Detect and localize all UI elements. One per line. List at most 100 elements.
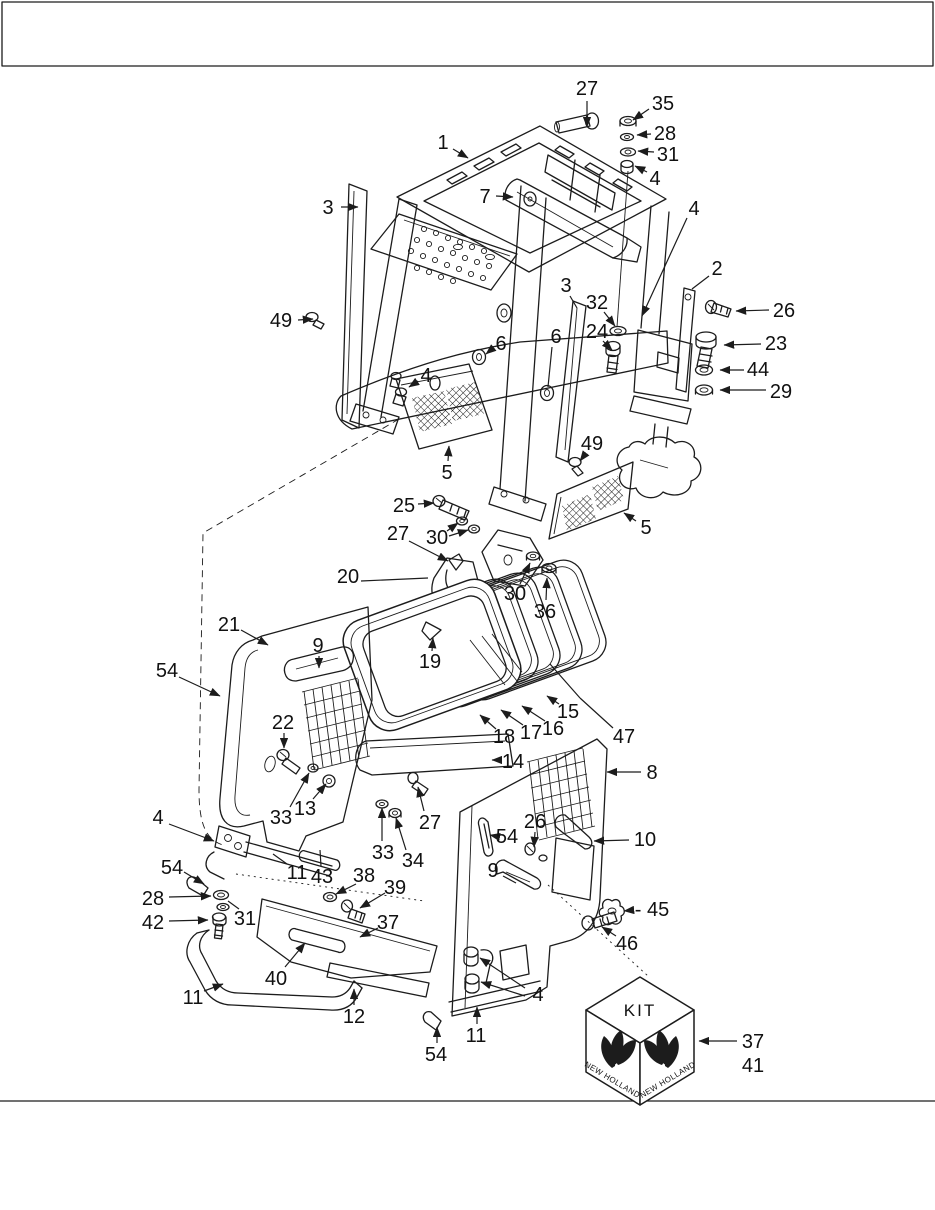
callout-28-53: 28 [142,888,164,910]
callout-32-10: 32 [586,292,608,314]
callout-13-42: 13 [294,798,316,820]
callout-21-31: 21 [218,614,240,636]
callout-11-58: 11 [183,987,204,1009]
callout-49-17: 49 [270,310,292,332]
hinge-54c [422,1010,442,1031]
leader-line [603,311,616,327]
leader-line [479,714,497,730]
leader-line [500,709,524,726]
step-plate [370,213,518,291]
deflector-14 [355,733,514,776]
leader-line [601,926,617,937]
leader-line [623,905,635,915]
callout-19-30: 19 [419,651,441,673]
leader-line [634,165,648,175]
washer-30 [455,516,469,526]
callout-28-2: 28 [654,123,676,145]
callout-26-64: 26 [524,811,546,833]
label-plate-40 [288,927,346,954]
callout-11-61: 11 [466,1025,487,1047]
nut-35 [619,115,637,127]
grommet-6-left [471,348,487,366]
front-post [488,185,547,522]
callout-4-7: 4 [688,198,699,220]
callout-40-57: 40 [265,968,287,990]
callout-17-36: 17 [520,722,542,744]
leader-line [495,192,514,201]
washer-30b [467,524,481,534]
callout-5-23: 5 [640,517,651,539]
glass-shine [469,633,523,686]
leader-line [227,900,240,910]
dotted-line-left [235,873,425,902]
kit-box-label: KIT [624,1001,656,1020]
clamp-45-bolt-46 [581,898,625,931]
callout-9-32: 9 [312,635,323,657]
trim-strip-2 [675,287,696,393]
callout-42-54: 42 [142,912,164,934]
callout--45-67: - 45 [635,899,669,921]
nut-30 [525,551,541,561]
callout-6-18: 6 [495,333,506,355]
panel-grille-right [526,747,596,841]
reflector-panel-5-right [548,461,634,540]
washer-33 [307,763,319,773]
leader-line [446,522,459,533]
nut-28b [212,889,230,901]
flange-12 [326,962,430,998]
callout-8-41: 8 [646,762,657,784]
leader-line [178,676,221,697]
leader-line [735,306,770,315]
leader-line [452,148,469,159]
leader-line [579,697,614,729]
screw-26 [704,299,718,315]
callout-35-1: 35 [652,93,674,115]
leader-line [489,832,501,842]
washer-44 [694,364,714,376]
leader-line [240,629,269,646]
grommet-6-right [539,384,555,402]
trim-strip-3-left [341,183,368,429]
plug-4d1 [463,946,479,958]
callout-22-34: 22 [272,712,294,734]
leader-line [636,130,652,139]
leader-line [444,445,453,462]
washer-38 [322,891,338,903]
callout-31-3: 31 [657,144,679,166]
leader-line [360,577,429,582]
leader-line [530,831,539,848]
leader-line [168,916,209,925]
leader-line [637,147,655,156]
leader-line [168,892,212,901]
new-holland-leaf-icon [644,1030,679,1068]
handle-9-left [283,646,355,682]
callout-39-52: 39 [384,877,406,899]
callout-10-66: 10 [634,829,656,851]
callout-43-50: 43 [311,866,333,888]
callout-18-35: 18 [493,726,515,748]
callout-47-39: 47 [613,726,635,748]
hinge-strip-54 [477,817,494,857]
leader-line [417,499,435,508]
callout-54-48: 54 [161,857,183,879]
leader-line [502,875,517,884]
leader-line [632,108,650,121]
leader-line [579,450,590,462]
leader-line [408,540,449,562]
callout-7-6: 7 [479,186,490,208]
callout-9-65: 9 [487,860,498,882]
leader-line [312,783,327,800]
callout-26-13: 26 [773,300,795,322]
grommet-13 [322,774,336,788]
leader-line [183,871,205,885]
leader-line [547,346,553,388]
callout-3-8: 3 [322,197,333,219]
washer-28 [619,132,635,142]
dotted-line-kit [547,884,649,977]
hardware-stack-top [616,115,637,328]
screw-27c [407,771,419,785]
clip-27 [448,553,464,571]
screw-22 [276,748,290,762]
